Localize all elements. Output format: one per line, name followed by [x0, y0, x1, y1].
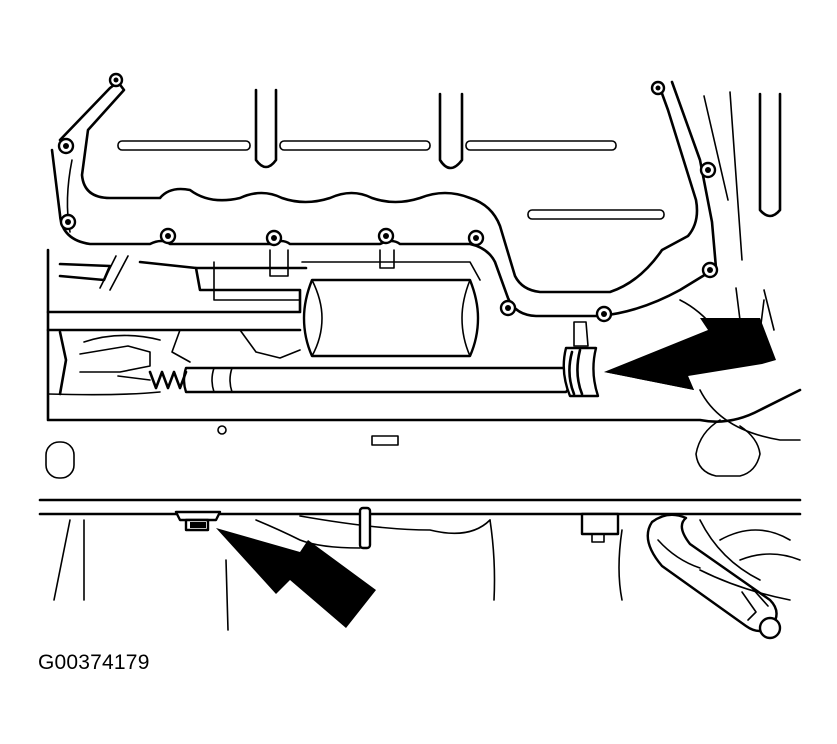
- callout-arrow-upper: [604, 318, 776, 390]
- figure-code: G00374179: [38, 651, 150, 674]
- crossmember: [38, 389, 802, 516]
- pan-bolts: [57, 72, 719, 323]
- callout-arrow-lower: [216, 528, 376, 628]
- lower-components: [53, 506, 801, 640]
- chassis-frame: [46, 248, 802, 423]
